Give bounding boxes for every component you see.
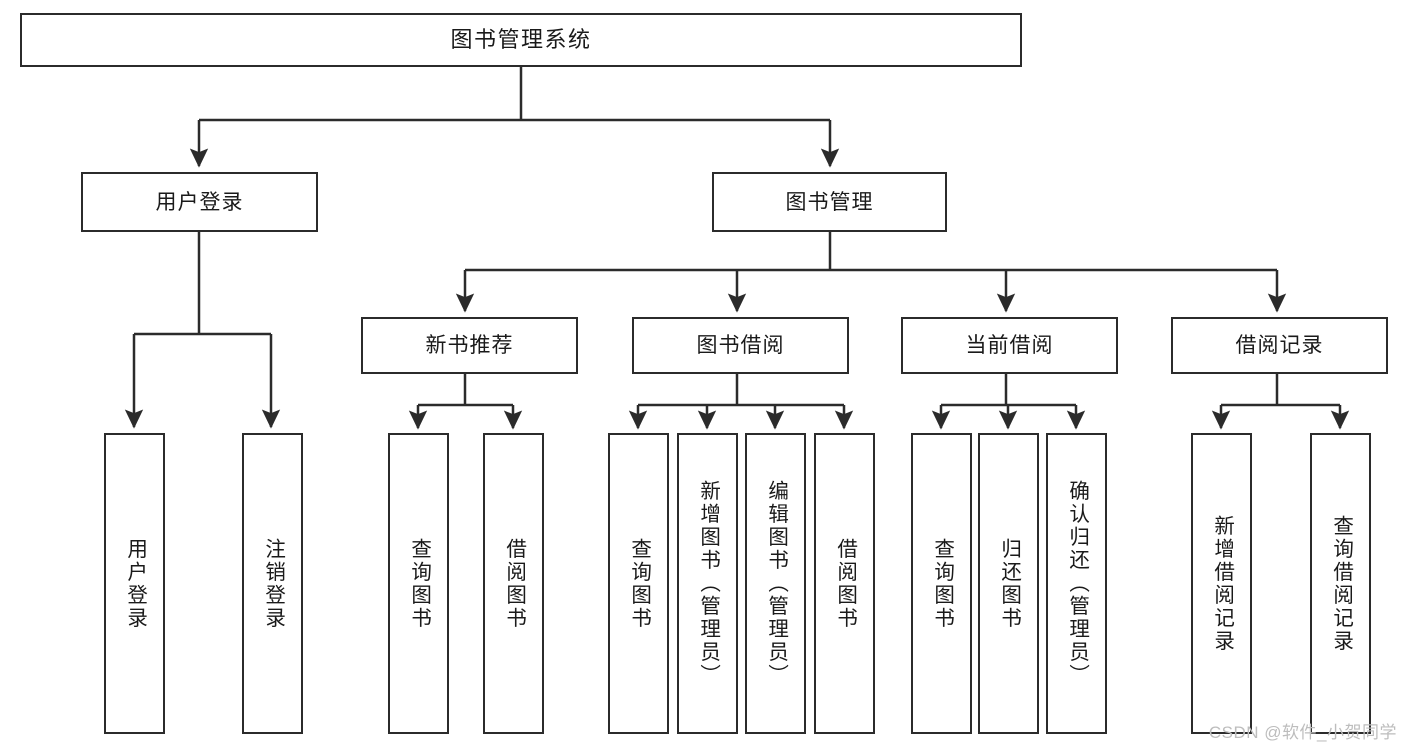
node-current-borrow-label: 当前借阅 — [965, 334, 1054, 357]
node-leaf-confirm-return-label: 确认归还（管理员） — [1065, 480, 1089, 687]
node-leaf-user-login-label: 用户登录 — [123, 537, 147, 630]
node-leaf-return-book[interactable]: 归还图书 — [978, 433, 1039, 734]
node-leaf-query-record-label: 查询借阅记录 — [1329, 514, 1353, 653]
node-leaf-user-logout-label: 注销登录 — [261, 537, 285, 630]
node-leaf-add-book[interactable]: 新增图书（管理员） — [677, 433, 738, 734]
node-user-login-label: 用户登录 — [155, 190, 244, 214]
node-leaf-edit-book[interactable]: 编辑图书（管理员） — [745, 433, 806, 734]
node-root-label: 图书管理系统 — [450, 27, 592, 52]
node-leaf-add-record-label: 新增借阅记录 — [1210, 514, 1234, 653]
node-leaf-query-book-3[interactable]: 查询图书 — [911, 433, 972, 734]
node-book-borrow-label: 图书借阅 — [696, 334, 785, 357]
node-book-management-label: 图书管理 — [785, 190, 874, 214]
node-leaf-return-book-label: 归还图书 — [997, 537, 1021, 630]
node-leaf-add-record[interactable]: 新增借阅记录 — [1191, 433, 1252, 734]
node-borrow-record-label: 借阅记录 — [1235, 334, 1324, 357]
node-new-book-recommend-label: 新书推荐 — [425, 334, 514, 357]
node-borrow-record[interactable]: 借阅记录 — [1171, 317, 1388, 374]
node-leaf-borrow-book-2-label: 借阅图书 — [833, 537, 857, 630]
node-leaf-query-book-3-label: 查询图书 — [930, 537, 954, 630]
node-book-borrow[interactable]: 图书借阅 — [632, 317, 849, 374]
node-leaf-user-login[interactable]: 用户登录 — [104, 433, 165, 734]
node-leaf-query-book-1[interactable]: 查询图书 — [388, 433, 449, 734]
node-leaf-confirm-return[interactable]: 确认归还（管理员） — [1046, 433, 1107, 734]
node-leaf-query-book-1-label: 查询图书 — [407, 537, 431, 630]
node-leaf-query-book-2-label: 查询图书 — [627, 537, 651, 630]
node-new-book-recommend[interactable]: 新书推荐 — [361, 317, 578, 374]
node-user-login[interactable]: 用户登录 — [81, 172, 318, 232]
node-leaf-query-book-2[interactable]: 查询图书 — [608, 433, 669, 734]
csdn-watermark: CSDN @软件_小贺同学 — [1208, 723, 1397, 742]
node-book-management[interactable]: 图书管理 — [712, 172, 947, 232]
node-leaf-borrow-book-1-label: 借阅图书 — [502, 537, 526, 630]
node-leaf-borrow-book-2[interactable]: 借阅图书 — [814, 433, 875, 734]
node-leaf-query-record[interactable]: 查询借阅记录 — [1310, 433, 1371, 734]
node-leaf-edit-book-label: 编辑图书（管理员） — [764, 480, 788, 687]
node-leaf-user-logout[interactable]: 注销登录 — [242, 433, 303, 734]
node-leaf-add-book-label: 新增图书（管理员） — [696, 480, 720, 687]
node-leaf-borrow-book-1[interactable]: 借阅图书 — [483, 433, 544, 734]
node-root[interactable]: 图书管理系统 — [20, 13, 1022, 67]
node-current-borrow[interactable]: 当前借阅 — [901, 317, 1118, 374]
